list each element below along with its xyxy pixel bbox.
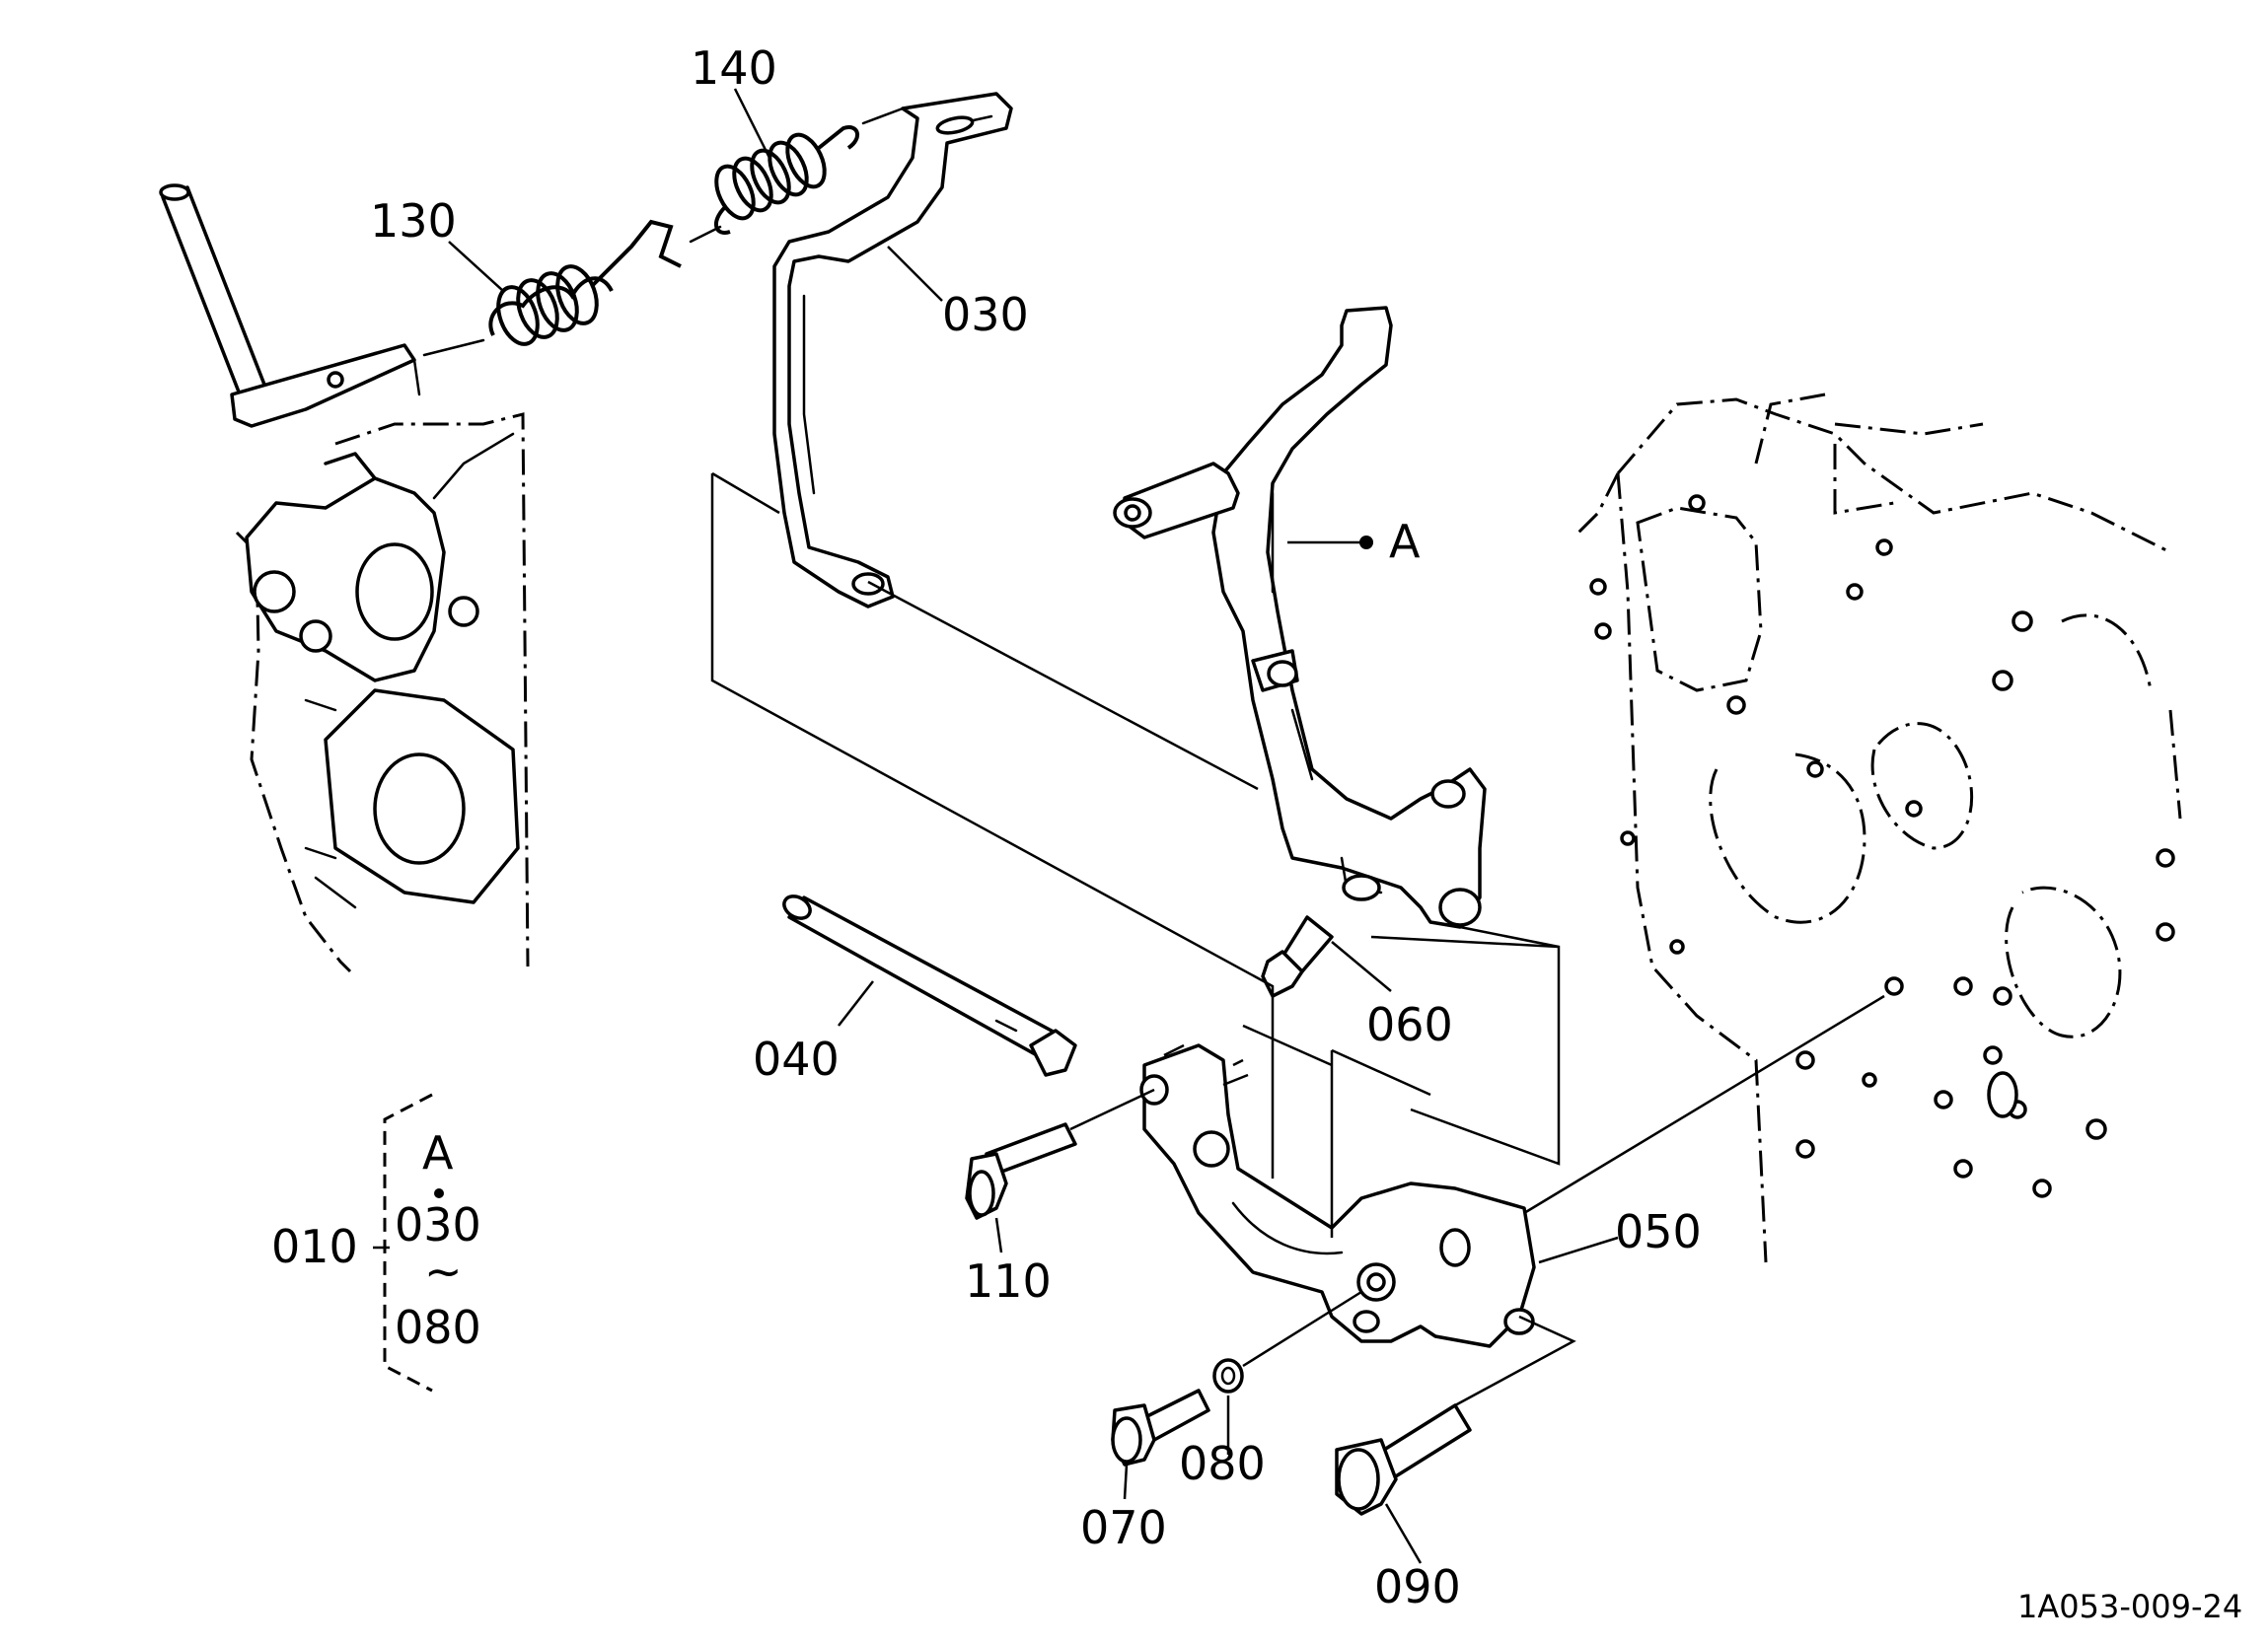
label-050: 050 [1615,1205,1702,1258]
assembly-bracket [373,1093,444,1393]
spring-130 [422,219,722,357]
throttle-shaft-phantom [159,183,421,428]
bracket-line-080: 080 [395,1301,481,1354]
washer-080 [1212,1358,1244,1394]
assembly-frame [710,471,1885,1407]
label-080: 080 [1179,1437,1266,1490]
label-090: 090 [1374,1560,1461,1613]
label-030: 030 [942,288,1029,341]
bracket-050 [1139,1043,1536,1348]
part-labels: 140 130 030 A 060 040 110 050 080 070 09… [271,41,2242,1625]
drawing-code: 1A053-009-24 [2017,1588,2242,1625]
bracket-line-030: 030 [395,1198,481,1252]
bracket-line-tilde: ~ [424,1245,463,1298]
bracket-line-a: A [422,1126,454,1180]
left-housing-phantom [235,412,530,973]
label-040: 040 [753,1033,840,1086]
bolt-090 [1335,1403,1472,1516]
fork-lever-a [1113,306,1487,929]
label-110: 110 [965,1254,1052,1308]
label-140: 140 [691,41,777,95]
label-060: 060 [1366,998,1453,1051]
bolt-060 [1261,915,1334,998]
right-block-phantom [1576,393,2182,1263]
label-010: 010 [271,1220,358,1273]
bolt-110 [965,1122,1077,1220]
lever-030 [772,92,1013,608]
label-070: 070 [1080,1501,1167,1554]
label-a: A [1389,515,1421,568]
bolt-070 [1111,1389,1210,1467]
spring-140 [714,107,905,235]
shaft-040 [782,895,1077,1077]
callout-leaders [448,88,1619,1564]
label-130: 130 [370,194,457,248]
